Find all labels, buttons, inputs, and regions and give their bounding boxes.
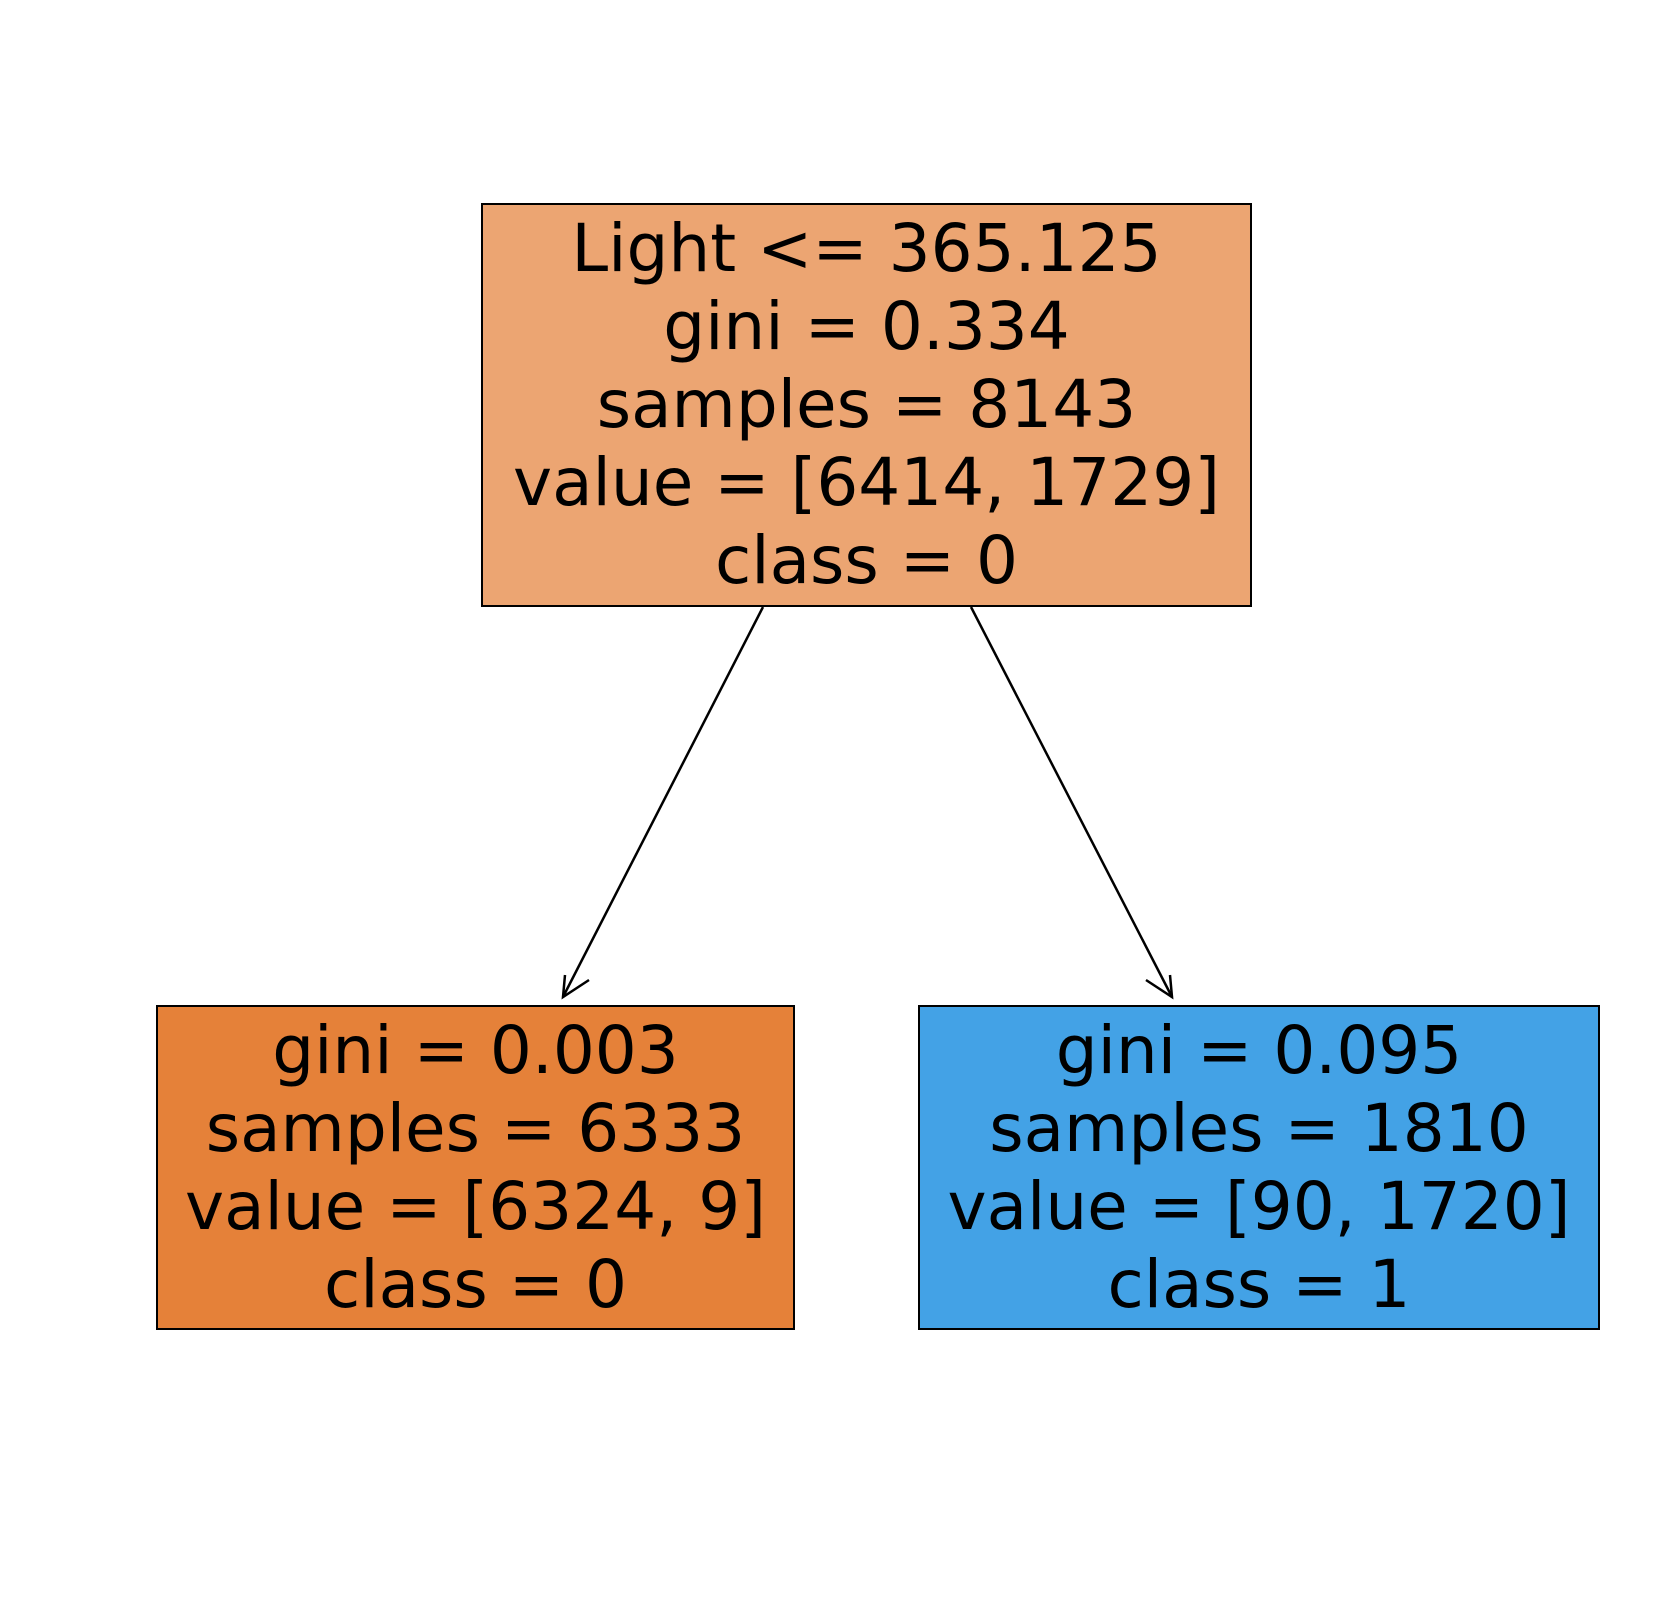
node-class-label: class = 1 — [1107, 1245, 1411, 1323]
node-split-label: Light <= 365.125 — [571, 210, 1162, 287]
node-class-label: class = 0 — [714, 522, 1019, 599]
tree-node-root: Light <= 365.125 gini = 0.334 samples = … — [481, 203, 1252, 607]
node-gini-label: gini = 0.003 — [272, 1011, 679, 1089]
node-value-label: value = [6324, 9] — [185, 1167, 766, 1245]
node-samples-label: samples = 6333 — [205, 1089, 746, 1167]
tree-node-left-leaf: gini = 0.003 samples = 6333 value = [632… — [156, 1005, 795, 1330]
arrowhead-right-icon — [1145, 974, 1174, 1000]
node-samples-label: samples = 1810 — [989, 1089, 1529, 1167]
node-samples-label: samples = 8143 — [596, 366, 1137, 443]
node-value-label: value = [6414, 1729] — [513, 444, 1220, 521]
edge-root-right — [969, 606, 1174, 1000]
node-value-label: value = [90, 1720] — [947, 1167, 1571, 1245]
edge-root-left — [561, 606, 765, 1000]
node-gini-label: gini = 0.095 — [1055, 1011, 1463, 1089]
node-gini-label: gini = 0.334 — [663, 288, 1070, 365]
tree-node-right-leaf: gini = 0.095 samples = 1810 value = [90,… — [918, 1005, 1600, 1330]
arrowhead-left-icon — [561, 974, 590, 1000]
node-class-label: class = 0 — [323, 1245, 628, 1323]
